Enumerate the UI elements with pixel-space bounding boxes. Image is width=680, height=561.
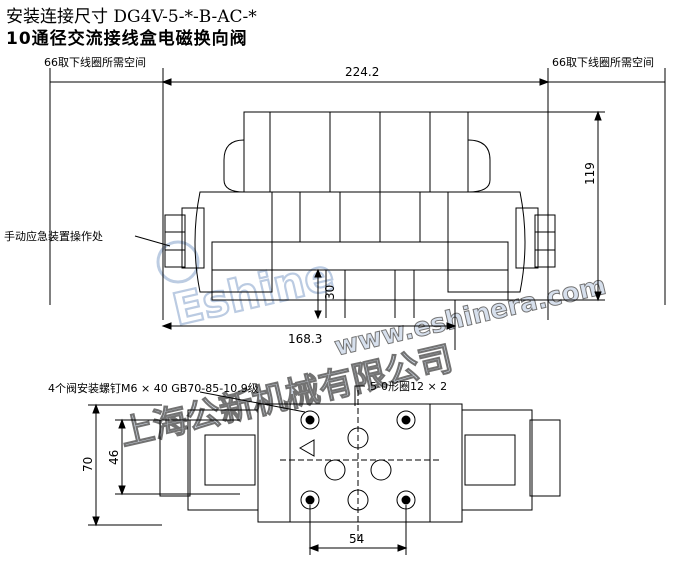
dimension-height: 119	[583, 162, 597, 185]
dimension-bolt-spacing: 54	[349, 532, 364, 546]
watermark-url: www.eshinera.com	[332, 271, 609, 363]
manual-override-label: 手动应急装置操作处	[4, 229, 103, 243]
watermark-logo-icon	[156, 240, 200, 284]
dimension-port-height: 30	[323, 285, 337, 300]
watermark-brand: Eshine	[168, 250, 339, 337]
dimension-body-length: 168.3	[288, 332, 322, 346]
plan-view	[88, 385, 561, 555]
dimension-width-inner: 46	[107, 450, 121, 465]
watermark-company: 上海公新机械有限公司	[116, 339, 456, 454]
title-line-1: 安装连接尺寸 DG4V-5-*-B-AC-*	[6, 7, 257, 27]
dimension-width-outer: 70	[81, 457, 95, 472]
side-view	[49, 68, 666, 350]
clearance-label-left: 66取下线圈所需空间	[44, 55, 146, 69]
clearance-label-right: 66取下线圈所需空间	[552, 55, 654, 69]
bolts-label: 4个阀安装螺钉M6 × 40 GB70-85-10.9级	[48, 381, 259, 395]
title-line-2: 10通径交流接线盒电磁换向阀	[6, 29, 248, 49]
oring-label: 5-0形圈12 × 2	[370, 380, 447, 393]
dimension-overall-length: 224.2	[345, 65, 379, 79]
